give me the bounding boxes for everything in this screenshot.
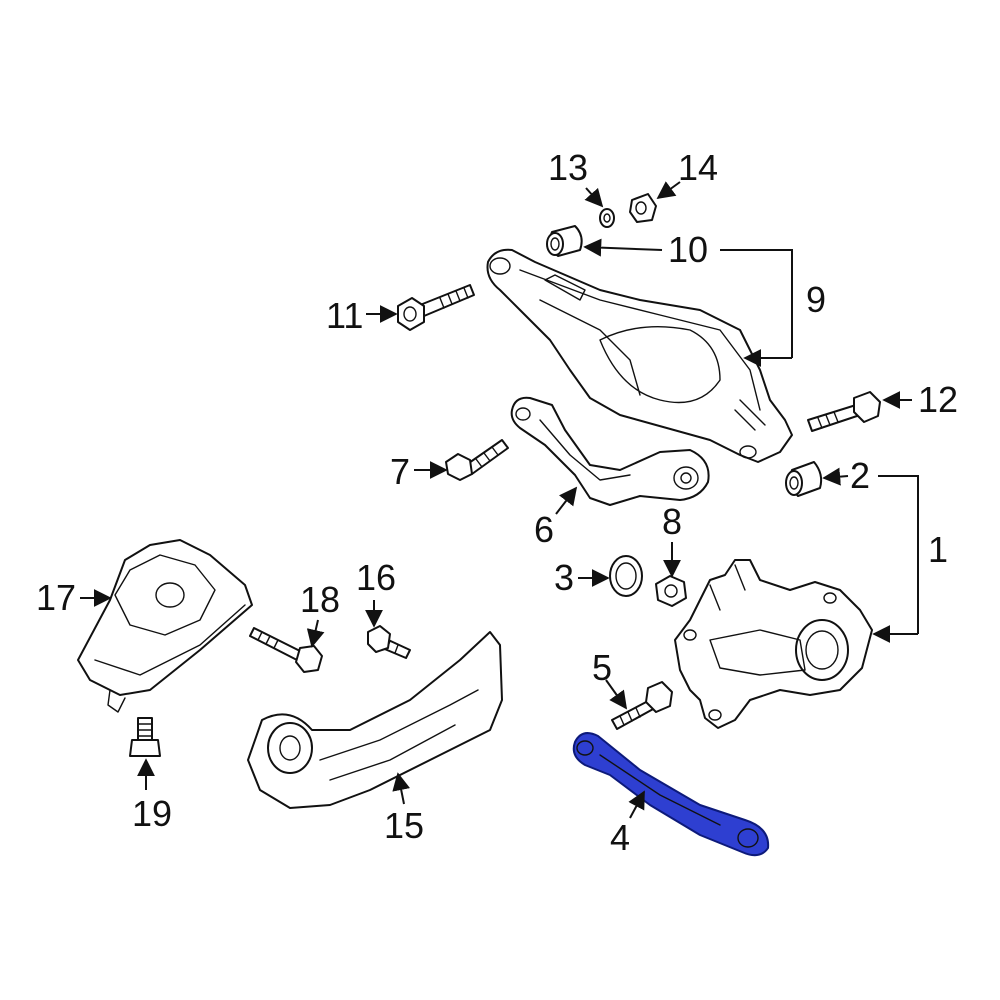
lateral-link-part-6[interactable] [510, 396, 710, 506]
callout-2: 2 [850, 455, 870, 496]
callout-13: 13 [548, 147, 588, 188]
lower-link-part-4[interactable] [572, 732, 770, 857]
callout-6: 6 [534, 509, 554, 550]
mount-part-17[interactable] [77, 539, 253, 713]
callout-18: 18 [300, 579, 340, 620]
callout-10: 10 [668, 229, 708, 270]
callout-labels: 1 2 3 4 5 6 7 8 9 10 11 12 13 14 15 16 1… [36, 147, 958, 858]
bolt-part-5[interactable] [611, 681, 673, 730]
callout-8: 8 [662, 501, 682, 542]
bolt-part-18[interactable] [249, 627, 323, 673]
bolt-part-7[interactable] [445, 439, 509, 481]
leader-lines [80, 181, 919, 819]
callout-11: 11 [326, 295, 363, 336]
callout-19: 19 [132, 793, 172, 834]
bolt-part-16[interactable] [367, 625, 411, 659]
bolt-part-12[interactable] [807, 391, 881, 432]
upper-control-arm-part[interactable] [486, 248, 793, 463]
washer-part-13[interactable] [599, 208, 615, 228]
callout-9: 9 [806, 279, 826, 320]
callout-16: 16 [356, 557, 396, 598]
callout-3: 3 [554, 557, 574, 598]
callout-5: 5 [592, 647, 612, 688]
callout-12: 12 [918, 379, 958, 420]
knuckle-part-1[interactable] [674, 559, 873, 729]
nut-part-8[interactable] [655, 575, 687, 607]
stud-part-19[interactable] [129, 717, 161, 757]
callout-1: 1 [928, 529, 948, 570]
callout-14: 14 [678, 147, 718, 188]
callout-15: 15 [384, 805, 424, 846]
callout-17: 17 [36, 577, 76, 618]
nut-part-14[interactable] [629, 193, 657, 223]
bolt-part-11[interactable] [397, 284, 475, 331]
bushing-part-2[interactable] [785, 461, 823, 497]
callout-4: 4 [610, 817, 630, 858]
callout-7: 7 [390, 451, 410, 492]
bushing-part-10[interactable] [546, 225, 583, 257]
trailing-arm-part-15[interactable] [247, 631, 503, 809]
dust-shield-part-3[interactable] [609, 555, 643, 597]
